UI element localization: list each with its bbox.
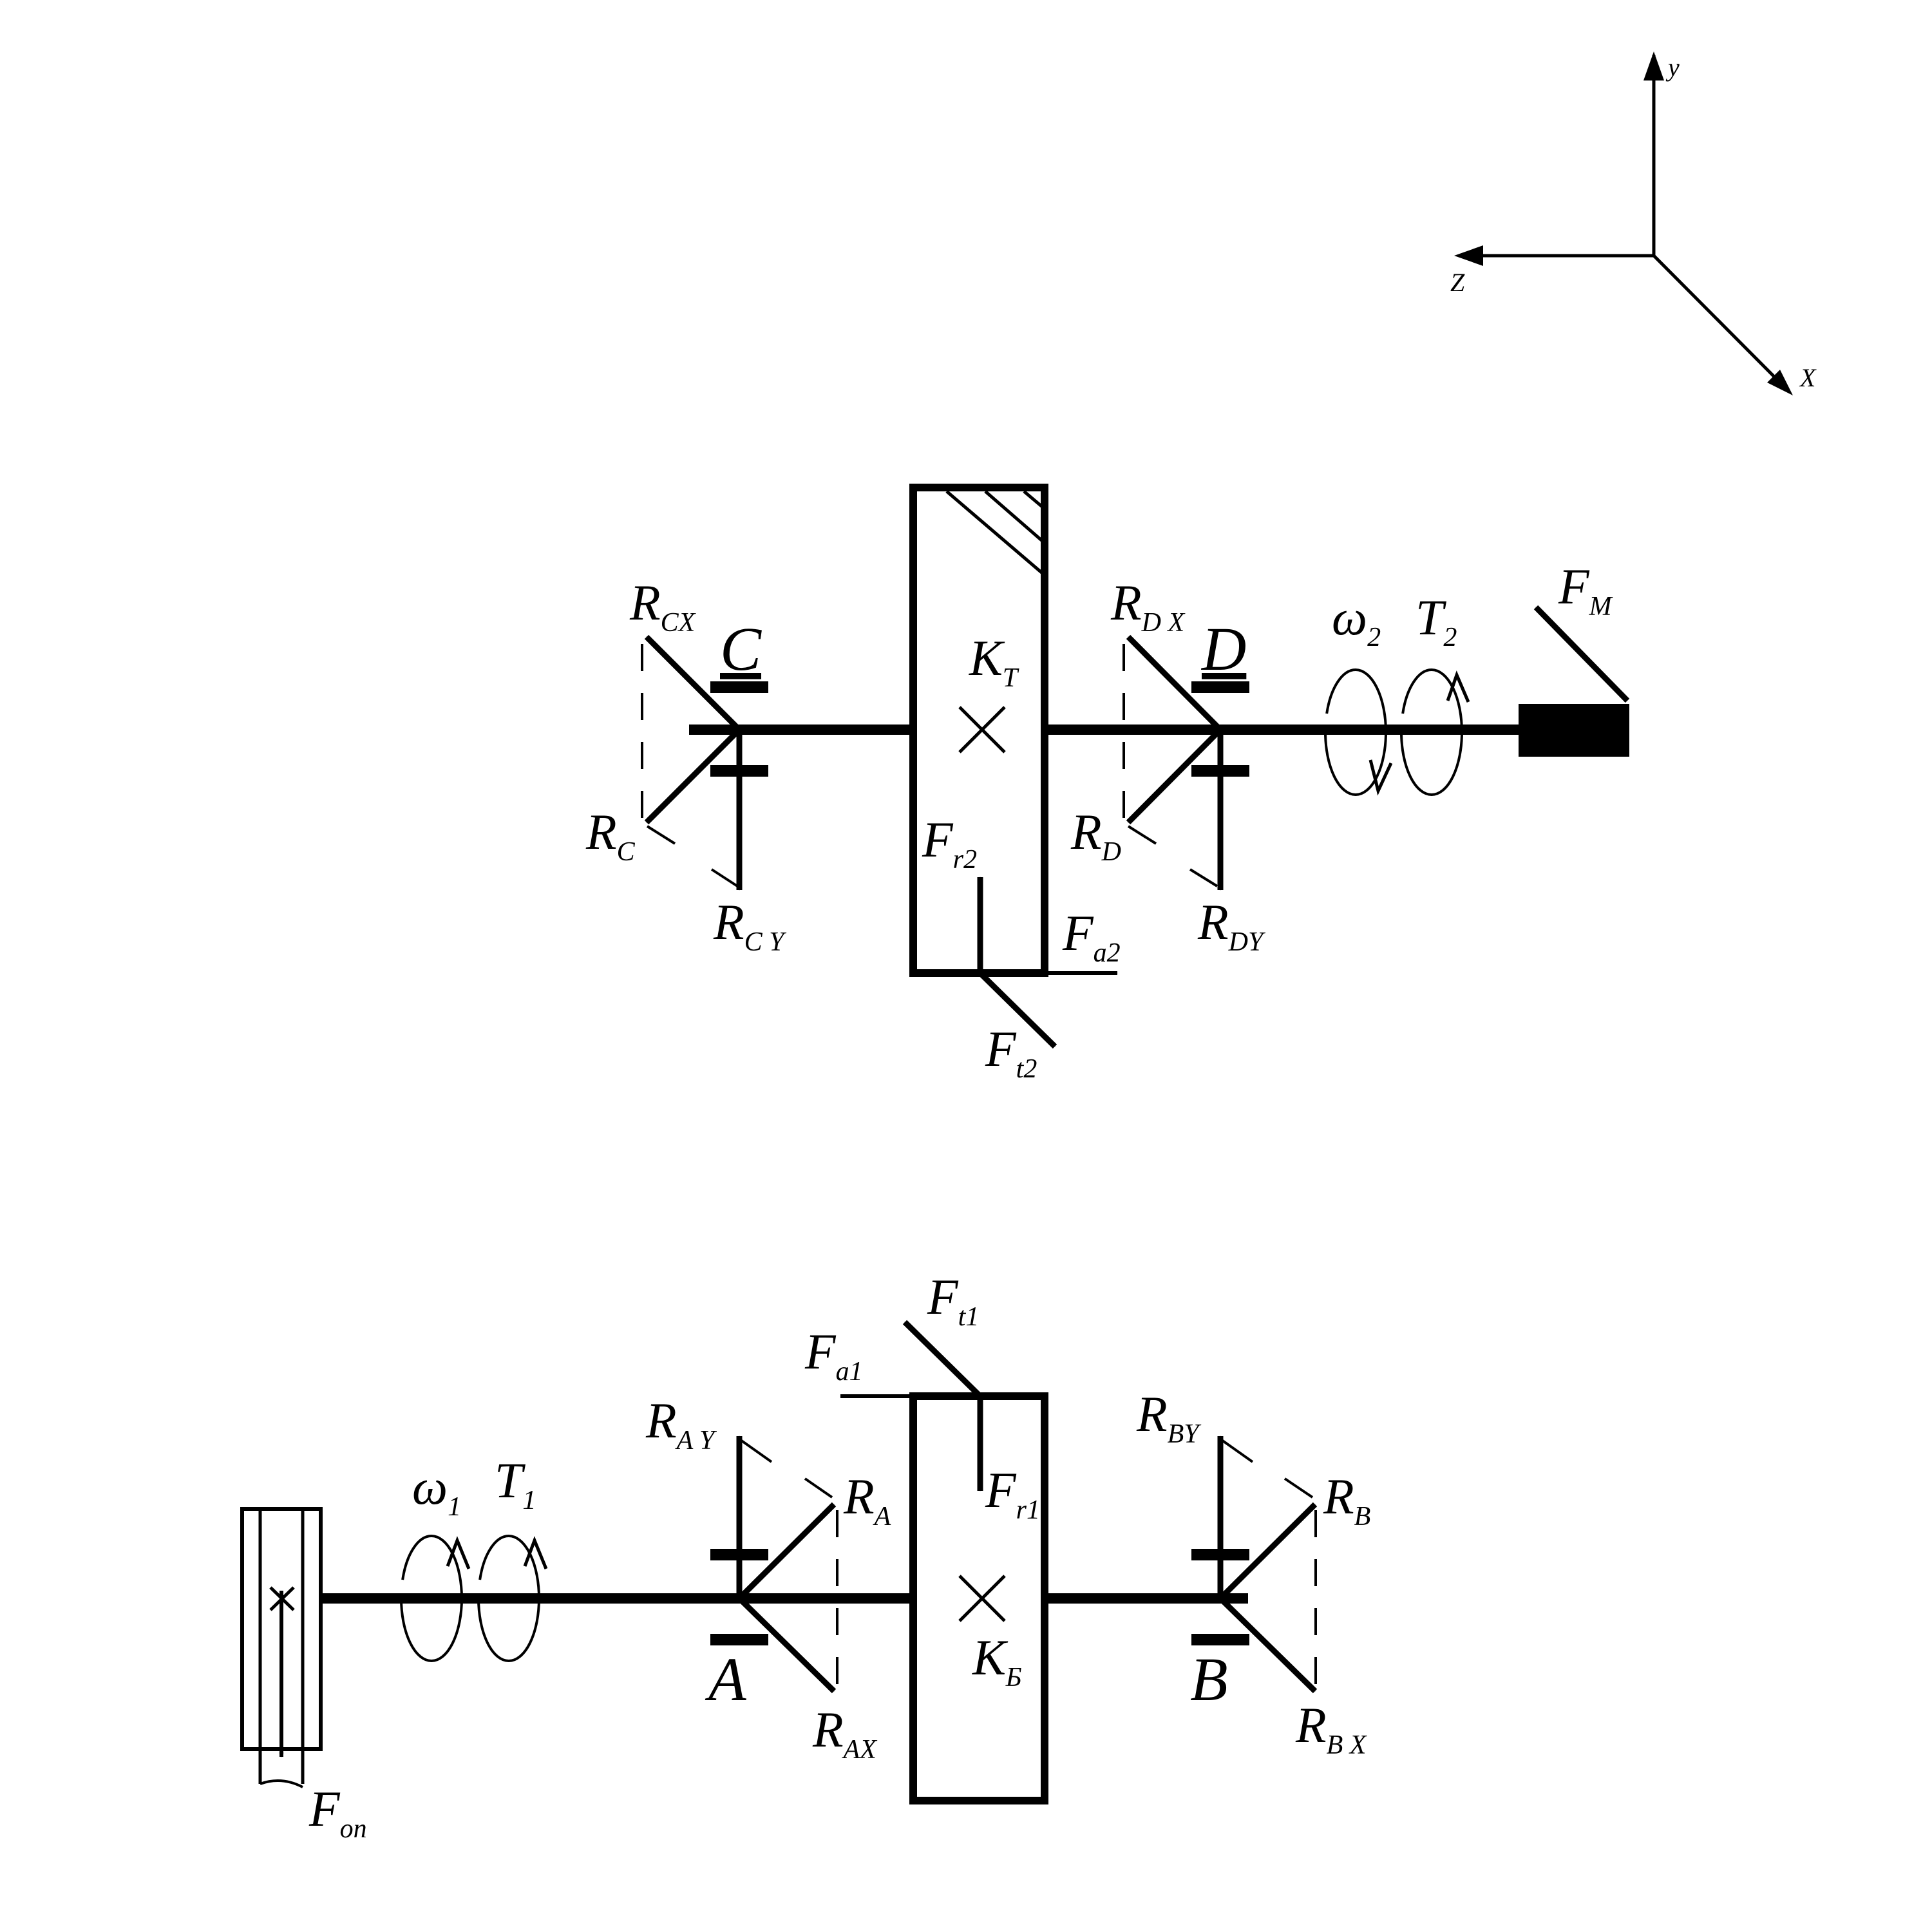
label-rd: RD — [1070, 804, 1121, 867]
top-shaft-assembly — [641, 484, 1630, 1049]
coordinate-axes — [1454, 52, 1793, 395]
tick-rby — [1220, 1439, 1254, 1463]
tick-rcy — [710, 868, 739, 887]
axis-y-label: y — [1665, 53, 1680, 82]
axis-x-arrowhead — [1767, 370, 1793, 395]
label-ra: RA — [843, 1468, 891, 1531]
torque2-arrowhead — [1446, 670, 1470, 703]
arrow-rc — [644, 727, 742, 825]
label-rbx: RB X — [1295, 1697, 1368, 1760]
label-rcx: RCX — [629, 574, 697, 638]
tick-rc — [646, 825, 676, 845]
omega1-loop — [400, 1535, 463, 1662]
torque1-arrowhead — [523, 1536, 548, 1569]
label-gear-bottom: КБ — [972, 1629, 1022, 1692]
axis-y-arrowhead — [1643, 52, 1664, 80]
arrow-fm — [1533, 605, 1630, 703]
label-rdy: RDY — [1197, 894, 1266, 957]
label-rb: RB — [1323, 1468, 1370, 1531]
label-ft2: Ft2 — [985, 1021, 1037, 1084]
label-torque1: T1 — [495, 1452, 536, 1515]
arrow-ft2 — [978, 971, 1057, 1049]
axis-z-label: Z — [1450, 268, 1465, 297]
label-gear-top: КТ — [969, 630, 1019, 693]
label-ft1: Ft1 — [927, 1269, 979, 1332]
omega2-loop — [1324, 668, 1387, 796]
label-fm: FМ — [1558, 558, 1613, 621]
label-point-b: B — [1190, 1645, 1228, 1714]
pulley-break-line — [260, 1779, 303, 1788]
label-ray: RA Y — [645, 1392, 717, 1455]
label-rby: RBY — [1136, 1386, 1202, 1449]
arrow-rax — [737, 1596, 837, 1694]
label-point-c: C — [720, 614, 762, 683]
arrow-ra — [737, 1502, 837, 1601]
label-fa1: Fa1 — [804, 1323, 863, 1387]
label-rax: RAX — [812, 1701, 878, 1765]
label-fop: Fоп — [308, 1781, 367, 1844]
bottom-shaft-assembly — [240, 1320, 1318, 1804]
arrow-rcx — [644, 634, 742, 732]
label-point-d: D — [1200, 614, 1246, 683]
top-gear-cross — [958, 706, 1006, 753]
label-omega1: ω1 — [412, 1459, 461, 1522]
axis-z-arrowhead — [1454, 245, 1483, 266]
arrow-rdx — [1126, 634, 1223, 732]
tick-rd — [1127, 825, 1157, 845]
tick-rdy — [1189, 868, 1218, 887]
axis-x-line — [1653, 254, 1788, 391]
label-fa2: Fa2 — [1062, 905, 1121, 968]
omega2-arrowhead — [1368, 759, 1393, 796]
label-rc: RC — [585, 804, 636, 867]
coupling-block — [1519, 704, 1629, 757]
label-torque2: T2 — [1416, 589, 1457, 652]
torque1-loop — [477, 1535, 540, 1662]
axis-x-label: X — [1799, 363, 1817, 392]
label-rcy: RC Y — [713, 894, 787, 957]
top-gear-hatching — [945, 490, 1046, 576]
label-point-a: A — [705, 1645, 746, 1714]
tick-ray — [739, 1439, 773, 1463]
bottom-gear-cross — [958, 1575, 1006, 1622]
label-fr2: Fr2 — [922, 811, 977, 875]
arrow-rbx — [1218, 1596, 1318, 1694]
label-fr1: Fr1 — [985, 1462, 1040, 1525]
omega1-arrowhead — [446, 1536, 471, 1569]
tick-ra — [804, 1477, 833, 1499]
torque2-loop — [1400, 668, 1463, 796]
label-rdx: RD X — [1110, 574, 1186, 638]
label-omega2: ω2 — [1332, 589, 1381, 652]
arrow-rd — [1126, 727, 1223, 825]
tick-rb — [1283, 1477, 1314, 1499]
arrow-ft1 — [902, 1320, 983, 1399]
arrow-rb — [1218, 1502, 1318, 1601]
